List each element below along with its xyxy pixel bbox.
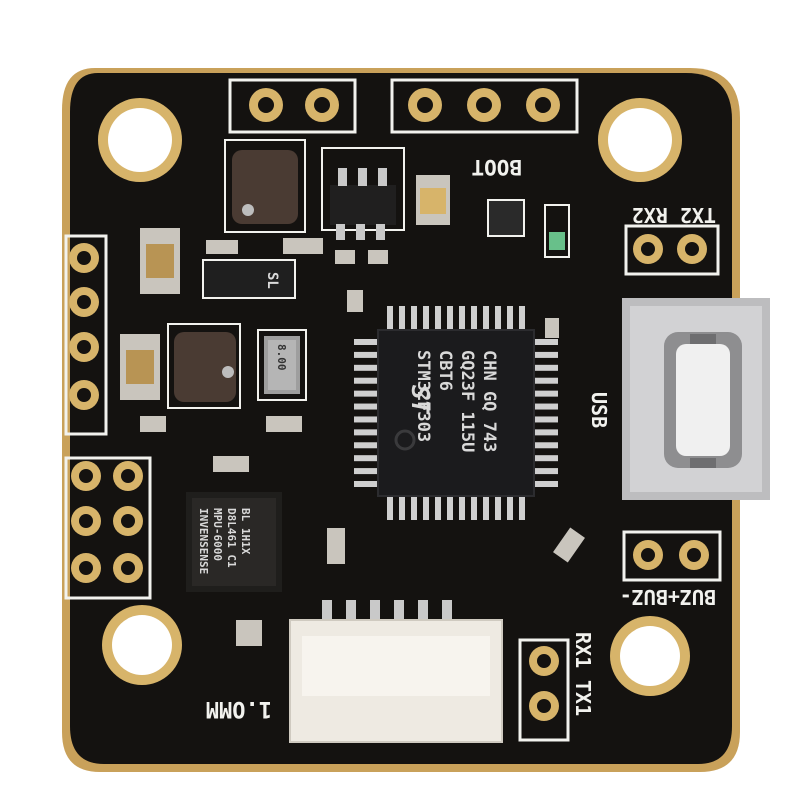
mcu-pin bbox=[354, 429, 378, 436]
capacitors bbox=[120, 175, 585, 564]
mcu-pin bbox=[483, 306, 489, 330]
mcu-pin bbox=[507, 306, 513, 330]
left-header-pads bbox=[64, 234, 152, 600]
mcu-pin bbox=[534, 442, 558, 449]
label-tx1: TX1 bbox=[571, 680, 595, 716]
mcu-marking-2: CBT6 bbox=[435, 350, 455, 391]
label-rx1: RX1 bbox=[571, 632, 595, 668]
mcu-pin bbox=[459, 306, 465, 330]
mcu-pin bbox=[534, 377, 558, 384]
label-tx2-rx2: TX2 RX2 bbox=[632, 203, 716, 227]
mcu-pin bbox=[354, 403, 378, 410]
mcu-pin bbox=[399, 306, 405, 330]
mcu-pin bbox=[354, 416, 378, 423]
mcu-pin bbox=[411, 306, 417, 330]
mcu-pin bbox=[519, 496, 525, 520]
mcu-pin bbox=[354, 364, 378, 371]
mcu-pin bbox=[534, 351, 558, 358]
mcu-pin bbox=[534, 481, 558, 487]
mcu-pin bbox=[495, 306, 501, 330]
mcu-pin bbox=[354, 339, 378, 345]
imu-chip: INVENSENSE MPU-6000 D8L461 C1 BL 1H1X bbox=[186, 492, 282, 592]
inductors bbox=[167, 139, 306, 409]
mcu-pin bbox=[354, 390, 378, 397]
mcu-pin bbox=[354, 481, 378, 487]
mcu-pin bbox=[447, 496, 453, 520]
mcu-pin bbox=[354, 468, 378, 475]
mcu-pin bbox=[435, 306, 441, 330]
mcu-pin bbox=[411, 496, 417, 520]
mcu-pin bbox=[354, 455, 378, 462]
mounting-holes bbox=[98, 98, 690, 696]
mcu-pin bbox=[435, 496, 441, 520]
mcu-pin bbox=[459, 496, 465, 520]
mcu-pin bbox=[423, 496, 429, 520]
silkscreen-labels: BOOT TX2 RX2 USB BUZ+BUZ- RX1 TX1 1.OMM bbox=[206, 155, 716, 721]
mcu-pin bbox=[354, 351, 378, 358]
right-header-pads bbox=[518, 224, 722, 742]
mcu-pin bbox=[387, 306, 393, 330]
mcu-pin bbox=[399, 496, 405, 520]
mcu-chip: STM32F303 CBT6 GQ23F 115U CHN GQ 743 ST bbox=[354, 306, 558, 520]
mcu-pin bbox=[519, 306, 525, 330]
st-logo: ST bbox=[406, 385, 434, 415]
mcu-pin bbox=[534, 429, 558, 436]
mcu-marking-3: GQ23F 115U bbox=[457, 350, 477, 452]
imu-marking-1: INVENSENSE bbox=[197, 508, 210, 574]
mcu-pin bbox=[507, 496, 513, 520]
mcu-pin bbox=[354, 377, 378, 384]
mcu-pin bbox=[534, 390, 558, 397]
mcu-pin bbox=[534, 339, 558, 345]
imu-marking-2: MPU-6000 bbox=[211, 508, 224, 561]
mcu-pin bbox=[447, 306, 453, 330]
label-boot: BOOT bbox=[471, 155, 522, 179]
mcu-pin bbox=[471, 496, 477, 520]
label-omm: 1.OMM bbox=[206, 696, 272, 721]
jst-connector bbox=[236, 600, 503, 743]
imu-marking-4: BL 1H1X bbox=[239, 508, 252, 555]
top-header-pads bbox=[228, 78, 579, 134]
micro-usb-port bbox=[622, 298, 770, 500]
mcu-pin bbox=[471, 306, 477, 330]
label-usb: USB bbox=[587, 392, 611, 428]
crystal-marking: 8.00 bbox=[275, 344, 288, 371]
diode-marking: SL bbox=[264, 272, 280, 289]
mcu-pin1-mark bbox=[394, 429, 416, 451]
mcu-marking-1: STM32F303 bbox=[413, 350, 433, 442]
crystal: 8.00 bbox=[257, 329, 307, 401]
mcu-pin bbox=[534, 364, 558, 371]
mcu-marking-4: CHN GQ 743 bbox=[479, 350, 499, 452]
mcu-pin bbox=[495, 496, 501, 520]
mcu-pin bbox=[534, 403, 558, 410]
imu-marking-3: D8L461 C1 bbox=[225, 508, 238, 568]
mcu-pin bbox=[483, 496, 489, 520]
regulator-chips: SL bbox=[202, 147, 405, 299]
mcu-pin bbox=[534, 416, 558, 423]
mcu-pin bbox=[534, 468, 558, 475]
mcu-pin bbox=[387, 496, 393, 520]
label-buz: BUZ+BUZ- bbox=[620, 585, 716, 609]
mcu-pin bbox=[354, 442, 378, 449]
mcu-pin bbox=[534, 455, 558, 462]
mcu-pin bbox=[423, 306, 429, 330]
